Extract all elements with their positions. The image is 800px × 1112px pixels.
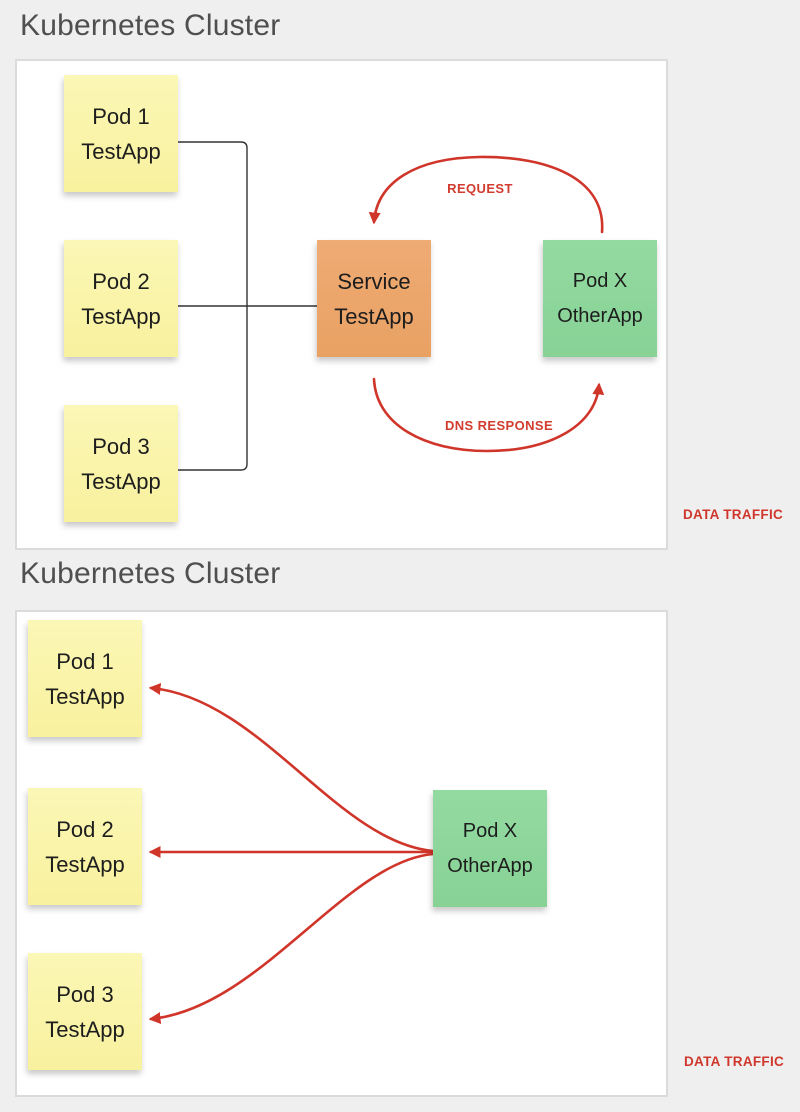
service-box: Service TestApp <box>317 240 431 357</box>
pod-1-name: Pod 1 <box>56 648 114 674</box>
arrow-to-pod1 <box>148 682 435 853</box>
pod-3-name: Pod 3 <box>56 981 114 1007</box>
pod-3-box: Pod 3 TestApp <box>28 953 142 1070</box>
pod-1-box: Pod 1 TestApp <box>64 75 178 192</box>
pod-2-name: Pod 2 <box>56 816 114 842</box>
dns-response-label: DNS RESPONSE <box>444 418 554 433</box>
arrow-to-pod3 <box>148 852 435 1024</box>
pod-2-box: Pod 2 TestApp <box>64 240 178 357</box>
pod-x-box: Pod X OtherApp <box>433 790 547 907</box>
diagram-1-canvas: Pod 1 TestApp Pod 2 TestApp Pod 3 TestAp… <box>15 59 668 550</box>
diagram-1-connectors <box>178 141 605 471</box>
pod-2-box: Pod 2 TestApp <box>28 788 142 905</box>
service-app: TestApp <box>334 303 414 329</box>
pod-2-name: Pod 2 <box>92 268 150 294</box>
pod-3-app: TestApp <box>45 1016 125 1042</box>
pod-2-app: TestApp <box>81 303 161 329</box>
pod-1-name: Pod 1 <box>92 103 150 129</box>
pod-1-app: TestApp <box>45 683 125 709</box>
pod-1-app: TestApp <box>81 138 161 164</box>
pod-3-name: Pod 3 <box>92 433 150 459</box>
pod-1-box: Pod 1 TestApp <box>28 620 142 737</box>
dns-response-arc <box>372 377 605 453</box>
pod-3-app: TestApp <box>81 468 161 494</box>
request-arc <box>368 155 604 234</box>
data-traffic-label-1: DATA TRAFFIC <box>683 507 784 522</box>
pod-2-app: TestApp <box>45 851 125 877</box>
pod-x-box: Pod X OtherApp <box>543 240 657 357</box>
diagram-2-title: Kubernetes Cluster <box>20 557 281 590</box>
diagram-2-canvas: Pod 1 TestApp Pod 2 TestApp Pod 3 TestAp… <box>15 610 668 1097</box>
data-traffic-label-2: DATA TRAFFIC <box>684 1054 785 1069</box>
pod-3-box: Pod 3 TestApp <box>64 405 178 522</box>
pod-x-name: Pod X <box>572 269 628 292</box>
pod-x-app: OtherApp <box>447 854 533 877</box>
diagram-1-title: Kubernetes Cluster <box>20 9 281 42</box>
request-label: REQUEST <box>447 181 513 196</box>
diagram-2-connectors <box>148 682 435 1024</box>
service-name: Service <box>337 268 411 294</box>
pod-x-name: Pod X <box>462 819 518 842</box>
pod-x-app: OtherApp <box>557 304 643 327</box>
